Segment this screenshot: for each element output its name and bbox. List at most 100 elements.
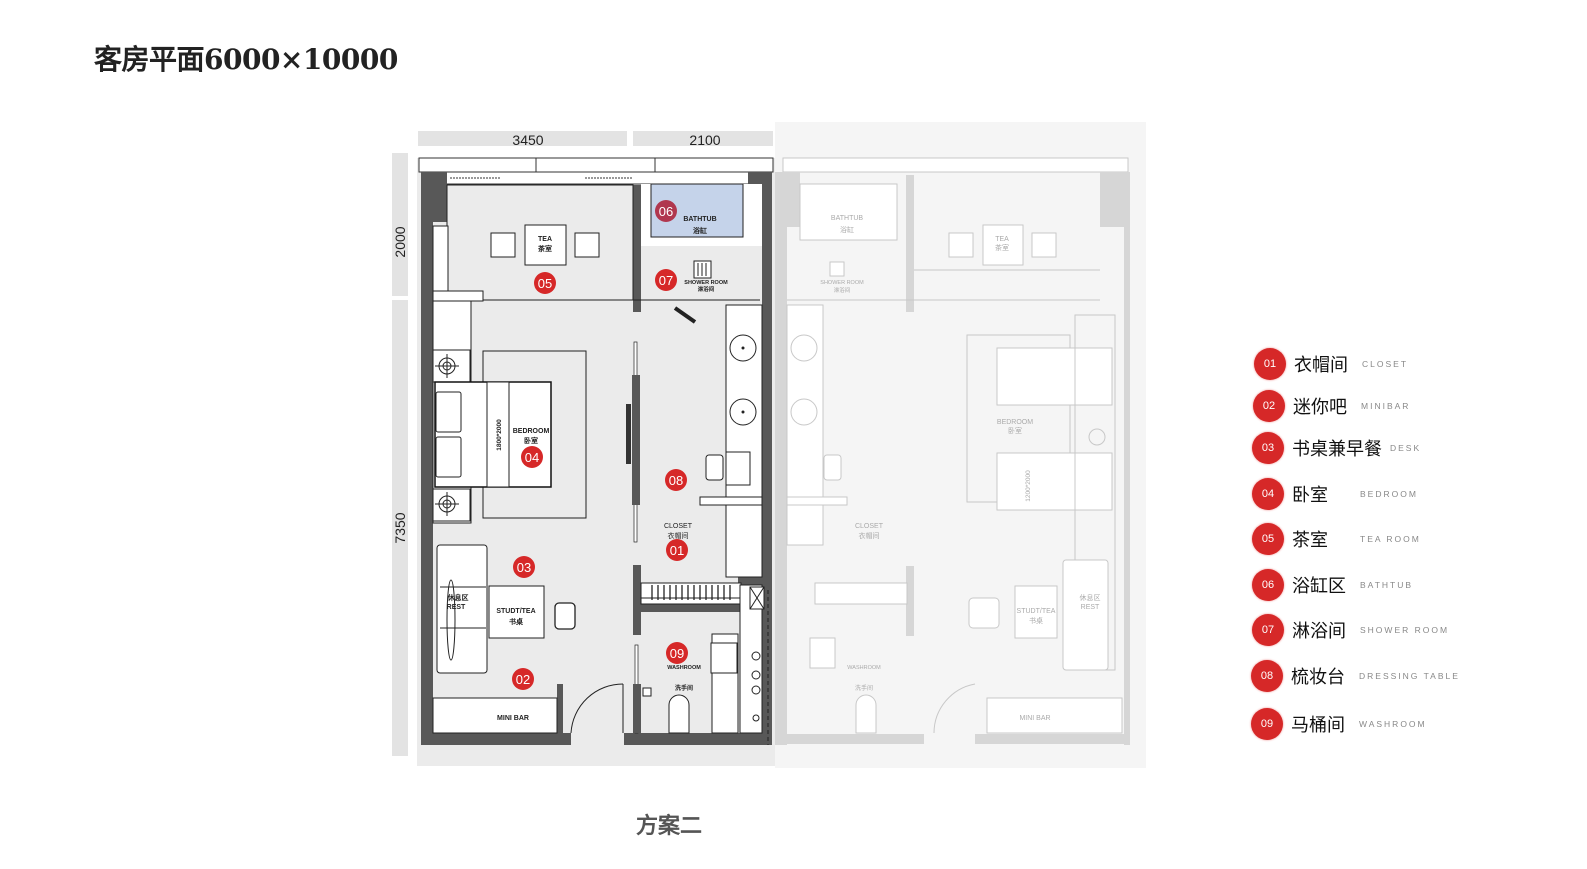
shower-label-cn: 淋浴间 bbox=[698, 285, 715, 293]
legend-label-en: Closet bbox=[1362, 359, 1409, 369]
legend-label-en: Tea Room bbox=[1360, 534, 1421, 544]
washroom-label-cn: 洗手间 bbox=[675, 684, 693, 692]
marker-06: 06 bbox=[655, 200, 677, 222]
dim-7350: 7350 bbox=[392, 512, 408, 543]
alt-washroom-label-cn: 洗手间 bbox=[855, 684, 873, 692]
dim-2100: 2100 bbox=[689, 132, 720, 148]
legend-item: 02 迷你吧 Minibar bbox=[1253, 389, 1410, 423]
legend-label-cn: 衣帽间 bbox=[1294, 355, 1348, 376]
alt-closet-label-cn: 衣帽间 bbox=[859, 531, 880, 540]
room-markers: 01 02 03 04 05 06 07 08 09 bbox=[512, 200, 688, 690]
legend-item: 01 衣帽间 Closet bbox=[1254, 347, 1408, 381]
alt-closet-label: CLOSET bbox=[855, 523, 884, 530]
bathtub-label-cn: 浴缸 bbox=[693, 226, 707, 235]
legend-label-cn: 书桌兼早餐 bbox=[1292, 439, 1382, 460]
rest-label-cn: 休息区 bbox=[447, 593, 469, 602]
alt-rest-label-cn: 休息区 bbox=[1080, 593, 1101, 602]
alt-desk-label-cn: 书桌 bbox=[1029, 616, 1043, 625]
legend-number: 05 bbox=[1252, 523, 1284, 555]
legend-label-cn: 淋浴间 bbox=[1292, 621, 1346, 642]
legend-label-en: Shower room bbox=[1360, 625, 1450, 635]
legend-label-cn: 迷你吧 bbox=[1293, 397, 1347, 418]
rest-label: REST bbox=[447, 604, 466, 611]
closet-label: CLOSET bbox=[664, 523, 693, 530]
legend-item: 06 浴缸区 Bathtub bbox=[1252, 568, 1413, 602]
legend-label-cn: 卧室 bbox=[1292, 485, 1328, 506]
main-plan: TEA 茶室 BATHTUB 浴缸 SHOWER ROOM 淋浴间 1800*2… bbox=[418, 157, 774, 745]
bed-size-label: 1800*2000 bbox=[496, 419, 503, 451]
marker-08: 08 bbox=[665, 469, 687, 491]
page-title: 客房平面6000×10000 bbox=[94, 43, 398, 76]
alt-tea-label-cn: 茶室 bbox=[995, 243, 1009, 252]
legend-label-cn: 马桶间 bbox=[1291, 715, 1345, 736]
legend-number: 08 bbox=[1251, 660, 1283, 692]
bedroom-label-cn: 卧室 bbox=[524, 436, 538, 445]
minibar-label: MINI BAR bbox=[497, 715, 529, 722]
marker-02: 02 bbox=[512, 668, 534, 690]
tea-label-cn: 茶室 bbox=[537, 244, 552, 253]
marker-01: 01 bbox=[666, 539, 688, 561]
alt-bedroom-label-cn: 卧室 bbox=[1008, 426, 1022, 435]
legend-label-cn: 浴缸区 bbox=[1292, 576, 1346, 597]
legend-number: 02 bbox=[1253, 390, 1285, 422]
legend-item: 03 书桌兼早餐 Desk bbox=[1252, 431, 1421, 465]
svg-text:07: 07 bbox=[659, 273, 673, 288]
closet-label-cn: 衣帽间 bbox=[668, 531, 689, 540]
dim-3450: 3450 bbox=[512, 132, 543, 148]
svg-text:05: 05 bbox=[538, 276, 552, 291]
alt-shower-label: SHOWER ROOM bbox=[820, 280, 864, 286]
marker-03: 03 bbox=[513, 556, 535, 578]
alt-bedroom-label: BEDROOM bbox=[997, 419, 1033, 426]
bathtub-label: BATHTUB bbox=[683, 216, 716, 223]
svg-text:01: 01 bbox=[670, 543, 684, 558]
scheme-caption: 方案二 bbox=[636, 813, 703, 839]
alt-bathtub-label: BATHTUB bbox=[831, 215, 863, 222]
bedroom-label: BEDROOM bbox=[513, 428, 550, 435]
legend-label-en: Bedroom bbox=[1360, 489, 1418, 499]
legend-number: 06 bbox=[1252, 569, 1284, 601]
legend-number: 07 bbox=[1252, 614, 1284, 646]
alt-bed-size-label: 1200*2000 bbox=[1025, 470, 1032, 502]
legend-number: 04 bbox=[1252, 478, 1284, 510]
legend-label-en: washroom bbox=[1359, 719, 1427, 729]
legend-item: 07 淋浴间 Shower room bbox=[1252, 613, 1449, 647]
legend-label-en: Bathtub bbox=[1360, 580, 1414, 590]
legend-label-en: Desk bbox=[1390, 443, 1422, 453]
alt-bathtub-label-cn: 浴缸 bbox=[840, 225, 854, 234]
legend-label-en: Minibar bbox=[1361, 401, 1411, 411]
alt-rest-label: REST bbox=[1081, 604, 1100, 611]
alt-shower-label-cn: 淋浴间 bbox=[834, 286, 851, 294]
svg-text:02: 02 bbox=[516, 672, 530, 687]
tea-label: TEA bbox=[538, 236, 552, 243]
marker-09: 09 bbox=[666, 642, 688, 664]
legend-item: 09 马桶间 washroom bbox=[1251, 707, 1427, 741]
legend-label-cn: 茶室 bbox=[1292, 530, 1328, 551]
alternate-plan-faded: BATHTUB 浴缸 TEA 茶室 SHOWER ROOM 淋浴间 BEDROO… bbox=[775, 157, 1130, 745]
legend-item: 05 茶室 Tea Room bbox=[1252, 522, 1421, 556]
marker-07: 07 bbox=[655, 269, 677, 291]
dim-2000: 2000 bbox=[392, 226, 408, 257]
dimension-bars: 3450 2100 2000 7350 bbox=[392, 131, 773, 756]
legend-item: 04 卧室 Bedroom bbox=[1252, 477, 1418, 511]
alt-washroom-label: WASHROOM bbox=[847, 665, 881, 671]
alt-desk-label: STUDT/TEA bbox=[1017, 608, 1056, 615]
desk-label-cn: 书桌 bbox=[509, 617, 523, 626]
washroom-label: WASHROOM bbox=[667, 665, 701, 671]
svg-text:06: 06 bbox=[659, 204, 673, 219]
legend-number: 09 bbox=[1251, 708, 1283, 740]
svg-text:08: 08 bbox=[669, 473, 683, 488]
legend-item: 08 梳妆台 Dressing table bbox=[1251, 659, 1460, 693]
legend-number: 03 bbox=[1252, 432, 1284, 464]
shower-label: SHOWER ROOM bbox=[684, 280, 728, 286]
legend-label-en: Dressing table bbox=[1359, 671, 1460, 681]
alt-tea-label: TEA bbox=[995, 236, 1009, 243]
marker-04: 04 bbox=[521, 446, 543, 468]
svg-text:03: 03 bbox=[517, 560, 531, 575]
svg-text:09: 09 bbox=[670, 646, 684, 661]
marker-05: 05 bbox=[534, 272, 556, 294]
desk-label: STUDT/TEA bbox=[496, 608, 535, 615]
legend-label-cn: 梳妆台 bbox=[1291, 667, 1345, 688]
svg-text:04: 04 bbox=[525, 450, 539, 465]
legend-number: 01 bbox=[1254, 348, 1286, 380]
